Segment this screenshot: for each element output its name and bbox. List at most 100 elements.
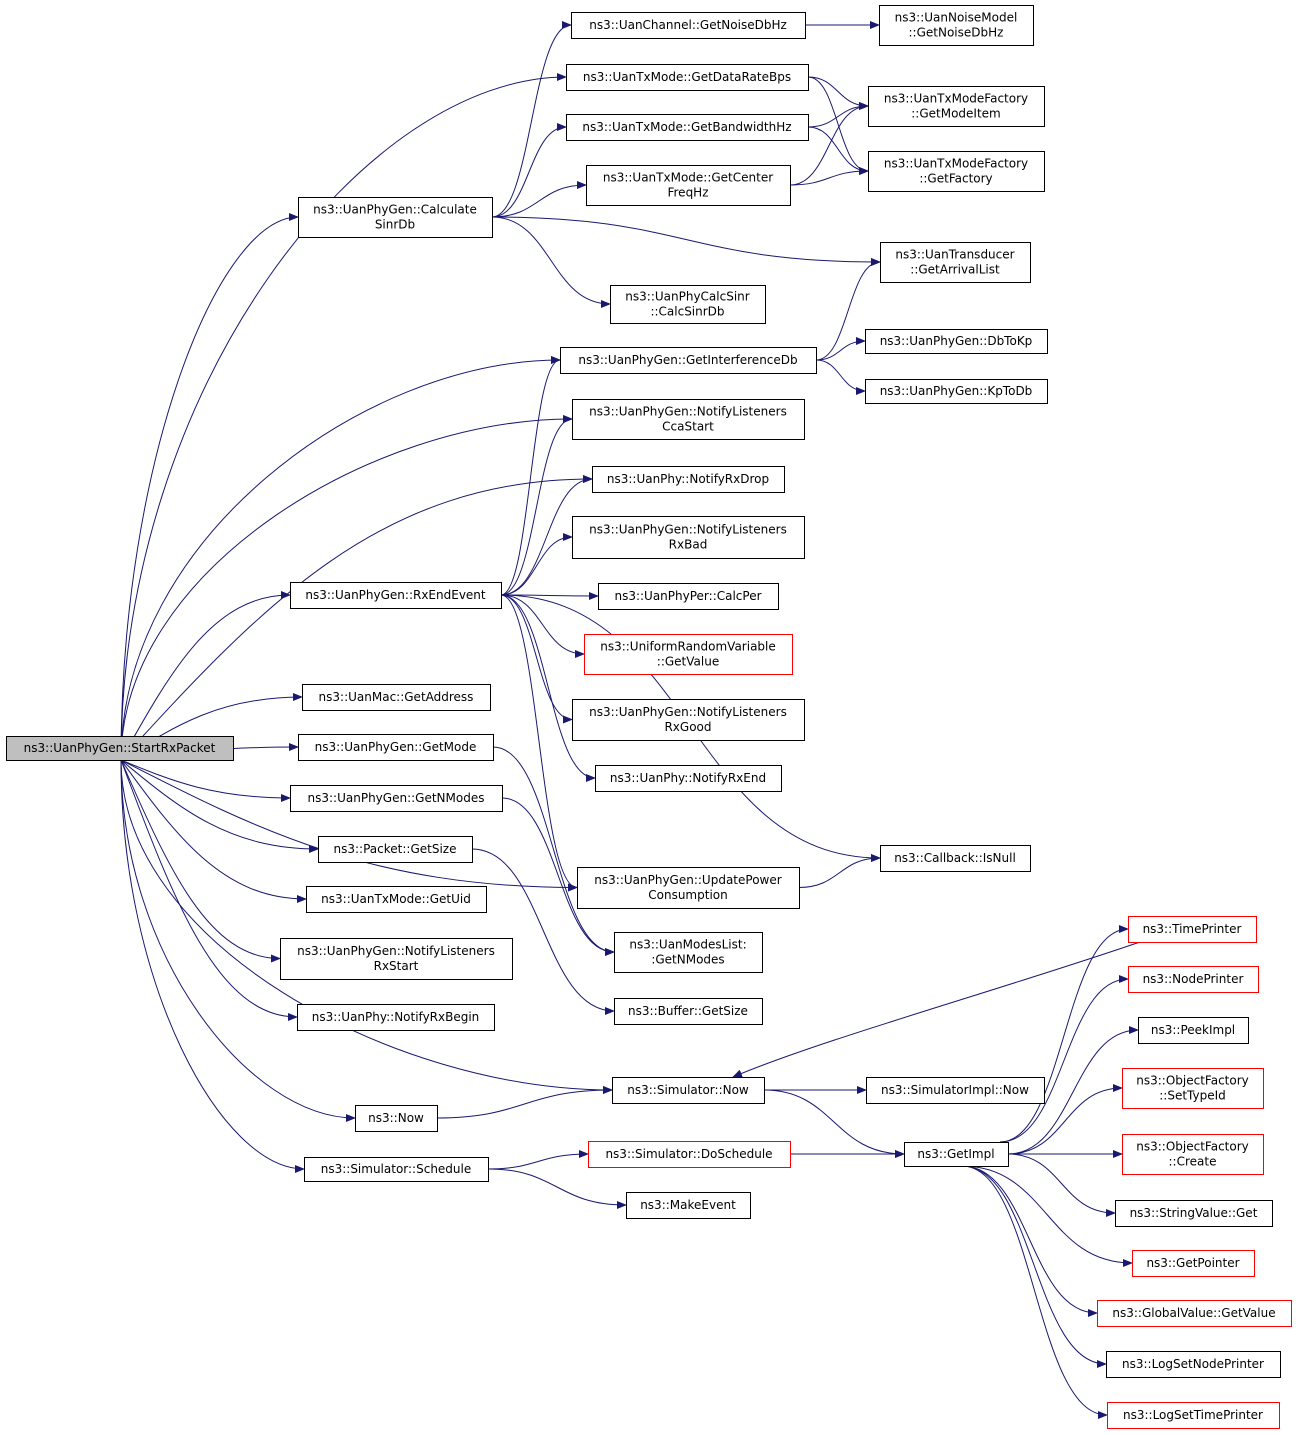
node-label: ns3::StringValue::Get xyxy=(1130,1206,1258,1220)
node-box xyxy=(306,886,487,913)
node-label: ns3::UanPhyGen::GetInterferenceDb xyxy=(578,353,797,367)
node-BufferGetSize[interactable]: ns3::Buffer::GetSize xyxy=(614,998,763,1025)
node-box xyxy=(865,379,1048,404)
node-box xyxy=(1138,1017,1249,1044)
node-NotifyRxBegin[interactable]: ns3::UanPhy::NotifyRxBegin xyxy=(297,1004,495,1031)
edge-GetImpl-to-TimePrinter xyxy=(999,925,1129,1143)
node-GlobalValueGetValue[interactable]: ns3::GlobalValue::GetValue xyxy=(1097,1300,1292,1327)
node-NotifyRxEnd[interactable]: ns3::UanPhy::NotifyRxEnd xyxy=(595,765,782,792)
node-label: ns3::Callback::IsNull xyxy=(894,851,1016,865)
edge-RxEndEvent-to-NotifyListenersRxGood xyxy=(500,594,573,724)
node-box xyxy=(298,734,494,761)
node-KpToDb[interactable]: ns3::UanPhyGen::KpToDb xyxy=(865,379,1048,404)
edge-SimulatorNow-to-GetImpl xyxy=(763,1089,905,1158)
node-label: ns3::UanPhyGen::UpdatePower xyxy=(594,873,781,887)
node-box xyxy=(865,329,1048,354)
node-GetAddress[interactable]: ns3::UanMac::GetAddress xyxy=(302,684,491,711)
node-box xyxy=(1128,916,1257,943)
call-edges xyxy=(120,21,1141,1419)
edge-StartRxPacket-to-Now xyxy=(120,759,356,1122)
node-NotifyRxDrop[interactable]: ns3::UanPhy::NotifyRxDrop xyxy=(592,466,785,493)
edge-CalculateSinrDb-to-GetArrivalList xyxy=(491,216,881,266)
node-CalcPer[interactable]: ns3::UanPhyPer::CalcPer xyxy=(598,583,779,610)
edge-Schedule-to-MakeEvent xyxy=(487,1168,627,1209)
node-box xyxy=(592,466,785,493)
node-DoSchedule[interactable]: ns3::Simulator::DoSchedule xyxy=(588,1141,791,1168)
node-box xyxy=(290,582,502,609)
node-GetUid[interactable]: ns3::UanTxMode::GetUid xyxy=(306,886,487,913)
node-FactoryCreate[interactable]: ns3::ObjectFactory::Create xyxy=(1122,1134,1264,1175)
node-GetImpl[interactable]: ns3::GetImpl xyxy=(904,1142,1009,1167)
node-TimePrinter[interactable]: ns3::TimePrinter xyxy=(1128,916,1257,943)
node-SimulatorNow[interactable]: ns3::Simulator::Now xyxy=(612,1077,765,1104)
node-box xyxy=(879,5,1034,46)
node-LogSetNodePrinter[interactable]: ns3::LogSetNodePrinter xyxy=(1106,1351,1281,1378)
node-GetBandwidthHz[interactable]: ns3::UanTxMode::GetBandwidthHz xyxy=(566,114,809,141)
edge-RxEndEvent-to-NotifyListenersRxBad xyxy=(500,533,573,596)
node-GetModeItem[interactable]: ns3::UanTxModeFactory::GetModeItem xyxy=(868,86,1045,127)
edge-StartRxPacket-to-NotifyRxBegin xyxy=(120,759,298,1021)
node-label: ns3::ObjectFactory xyxy=(1136,1140,1249,1154)
node-CalcSinrDb[interactable]: ns3::UanPhyCalcSinr::CalcSinrDb xyxy=(610,285,766,324)
node-NoiseModelGetNoiseDbHz[interactable]: ns3::UanNoiseModel::GetNoiseDbHz xyxy=(879,5,1034,46)
node-box xyxy=(572,399,805,440)
node-GetNoiseDbHz[interactable]: ns3::UanChannel::GetNoiseDbHz xyxy=(571,12,806,39)
node-UniformGetValue[interactable]: ns3::UniformRandomVariable::GetValue xyxy=(584,634,793,675)
node-label: ns3::UanTxMode::GetDataRateBps xyxy=(583,70,791,84)
node-PacketGetSize[interactable]: ns3::Packet::GetSize xyxy=(318,836,473,863)
node-DbToKp[interactable]: ns3::UanPhyGen::DbToKp xyxy=(865,329,1048,354)
node-box xyxy=(588,1141,791,1168)
node-box xyxy=(318,836,473,863)
node-StartRxPacket: ns3::UanPhyGen::StartRxPacket xyxy=(6,736,234,761)
edge-CalculateSinrDb-to-GetCenterFreqHz xyxy=(491,181,587,218)
node-box xyxy=(610,285,766,324)
node-label: ns3::UanPhyGen::KpToDb xyxy=(880,384,1033,398)
node-label: ns3::UanPhyGen::NotifyListeners xyxy=(297,944,495,958)
edge-StartRxPacket-to-PacketGetSize xyxy=(120,759,319,853)
node-label: ns3::UanTxModeFactory xyxy=(884,157,1028,171)
node-label: FreqHz xyxy=(667,186,708,200)
node-box xyxy=(1115,1200,1273,1227)
edge-RxEndEvent-to-UpdatePowerConsumption xyxy=(500,594,578,892)
node-box xyxy=(614,998,763,1025)
node-GetNModes[interactable]: ns3::UanPhyGen::GetNModes xyxy=(290,785,503,812)
edge-GetImpl-to-LogSetTimePrinter xyxy=(961,1165,1108,1419)
edge-GetDataRateBps-to-GetFactory xyxy=(807,76,869,175)
node-SimulatorImplNow[interactable]: ns3::SimulatorImpl::Now xyxy=(866,1077,1045,1104)
edge-StartRxPacket-to-Schedule xyxy=(120,759,305,1173)
node-GetDataRateBps[interactable]: ns3::UanTxMode::GetDataRateBps xyxy=(566,64,809,91)
edge-GetImpl-to-SetTypeId xyxy=(1007,1084,1123,1155)
node-box xyxy=(612,1077,765,1104)
node-IsNull[interactable]: ns3::Callback::IsNull xyxy=(880,845,1031,872)
node-LogSetTimePrinter[interactable]: ns3::LogSetTimePrinter xyxy=(1107,1402,1280,1429)
node-box xyxy=(1122,1134,1264,1175)
node-ModesListGetNModes[interactable]: ns3::UanModesList::GetNModes xyxy=(614,932,763,973)
node-GetInterferenceDb[interactable]: ns3::UanPhyGen::GetInterferenceDb xyxy=(560,347,817,374)
edge-GetCenterFreqHz-to-GetFactory xyxy=(789,167,869,186)
node-box xyxy=(572,699,805,741)
node-GetPointer[interactable]: ns3::GetPointer xyxy=(1132,1250,1255,1277)
node-box xyxy=(577,867,800,909)
node-MakeEvent[interactable]: ns3::MakeEvent xyxy=(626,1192,751,1219)
node-label: ns3::GetPointer xyxy=(1146,1256,1239,1270)
node-NodePrinter[interactable]: ns3::NodePrinter xyxy=(1128,966,1259,993)
node-Now[interactable]: ns3::Now xyxy=(355,1105,438,1132)
node-GetMode[interactable]: ns3::UanPhyGen::GetMode xyxy=(298,734,494,761)
edge-StartRxPacket-to-CalculateSinrDb xyxy=(120,213,299,761)
node-GetArrivalList[interactable]: ns3::UanTransducer::GetArrivalList xyxy=(880,242,1031,283)
node-StringValueGet[interactable]: ns3::StringValue::Get xyxy=(1115,1200,1273,1227)
node-RxEndEvent[interactable]: ns3::UanPhyGen::RxEndEvent xyxy=(290,582,502,609)
node-Schedule[interactable]: ns3::Simulator::Schedule xyxy=(304,1157,489,1182)
node-label: ::GetFactory xyxy=(919,172,992,186)
node-label: ns3::UanPhy::NotifyRxBegin xyxy=(312,1010,480,1024)
node-GetFactory[interactable]: ns3::UanTxModeFactory::GetFactory xyxy=(868,151,1045,192)
node-SetTypeId[interactable]: ns3::ObjectFactory::SetTypeId xyxy=(1122,1068,1264,1109)
node-PeekImpl[interactable]: ns3::PeekImpl xyxy=(1138,1017,1249,1044)
